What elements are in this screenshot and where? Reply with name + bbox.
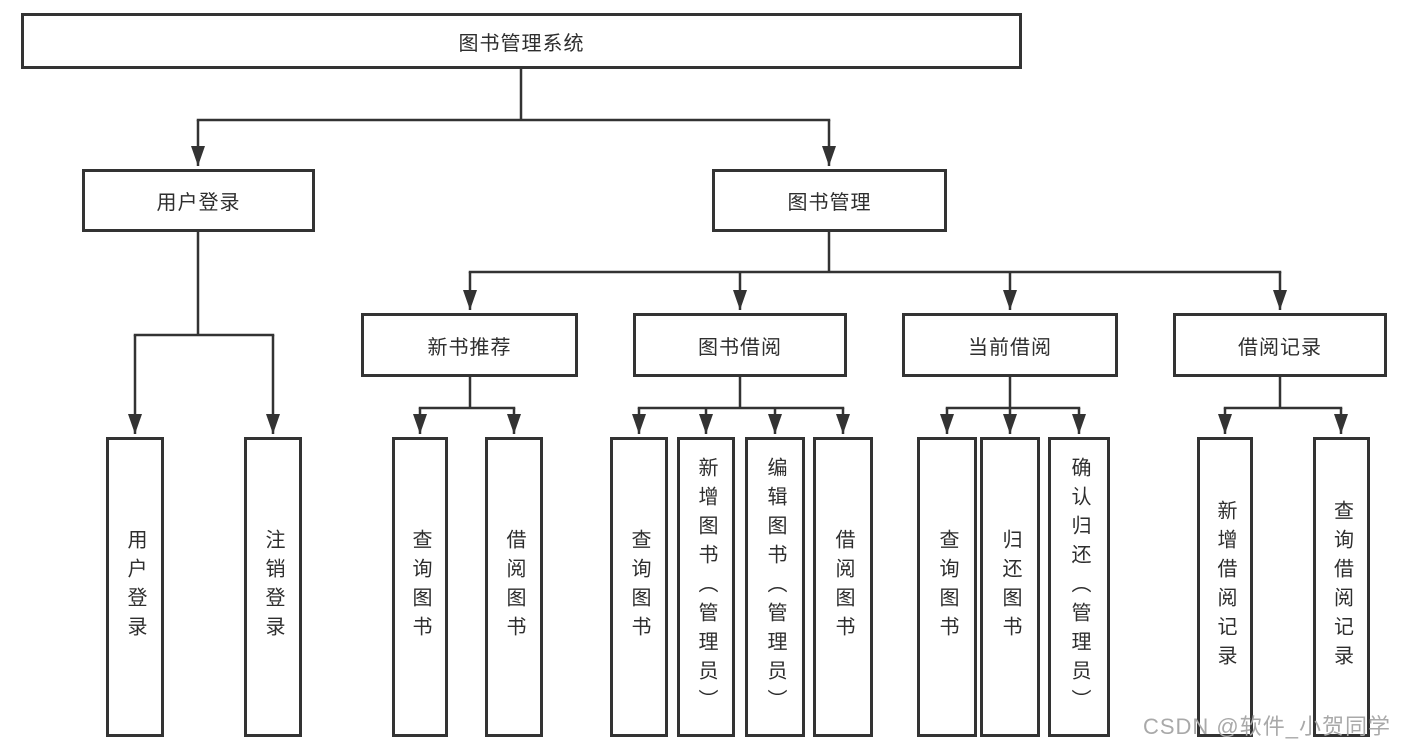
leaf-br-query-record: 查询借阅记录 <box>1313 437 1370 737</box>
leaf-user-login-label: 用户登录 <box>124 529 146 645</box>
leaf-bb-edit-books: 编辑图书（管理员） <box>745 437 805 737</box>
leaf-cb-confirm-return: 确认归还（管理员） <box>1048 437 1110 737</box>
leaf-bb-edit-books-label: 编辑图书（管理员） <box>764 456 786 718</box>
leaf-bb-add-books-label: 新增图书（管理员） <box>695 456 717 718</box>
node-root: 图书管理系统 <box>21 13 1022 69</box>
leaf-br-add-record: 新增借阅记录 <box>1197 437 1253 737</box>
leaf-br-add-record-label: 新增借阅记录 <box>1214 500 1236 674</box>
leaf-nb-query-books: 查询图书 <box>392 437 448 737</box>
leaf-logout: 注销登录 <box>244 437 302 737</box>
node-user-login: 用户登录 <box>82 169 315 232</box>
node-book-management: 图书管理 <box>712 169 947 232</box>
csdn-watermark: CSDN @软件_小贺同学 <box>1142 714 1391 739</box>
leaf-logout-label: 注销登录 <box>262 529 284 645</box>
leaf-bb-query-books-label: 查询图书 <box>628 529 650 645</box>
node-new-book-recommend: 新书推荐 <box>361 313 578 377</box>
leaf-bb-borrow-books: 借阅图书 <box>813 437 873 737</box>
node-current-borrowing: 当前借阅 <box>902 313 1118 377</box>
leaf-nb-query-books-label: 查询图书 <box>409 529 431 645</box>
leaf-cb-query-books-label: 查询图书 <box>936 529 958 645</box>
node-book-borrowing: 图书借阅 <box>633 313 847 377</box>
leaf-cb-query-books: 查询图书 <box>917 437 977 737</box>
leaf-nb-borrow-books: 借阅图书 <box>485 437 543 737</box>
node-borrowing-records: 借阅记录 <box>1173 313 1387 377</box>
leaf-nb-borrow-books-label: 借阅图书 <box>503 529 525 645</box>
leaf-user-login: 用户登录 <box>106 437 164 737</box>
leaf-bb-add-books: 新增图书（管理员） <box>677 437 735 737</box>
leaf-cb-return-books: 归还图书 <box>980 437 1040 737</box>
leaf-br-query-record-label: 查询借阅记录 <box>1330 500 1353 674</box>
leaf-bb-query-books: 查询图书 <box>610 437 668 737</box>
leaf-cb-return-books-label: 归还图书 <box>999 529 1021 645</box>
leaf-cb-confirm-return-label: 确认归还（管理员） <box>1068 456 1090 718</box>
leaf-bb-borrow-books-label: 借阅图书 <box>832 529 854 645</box>
